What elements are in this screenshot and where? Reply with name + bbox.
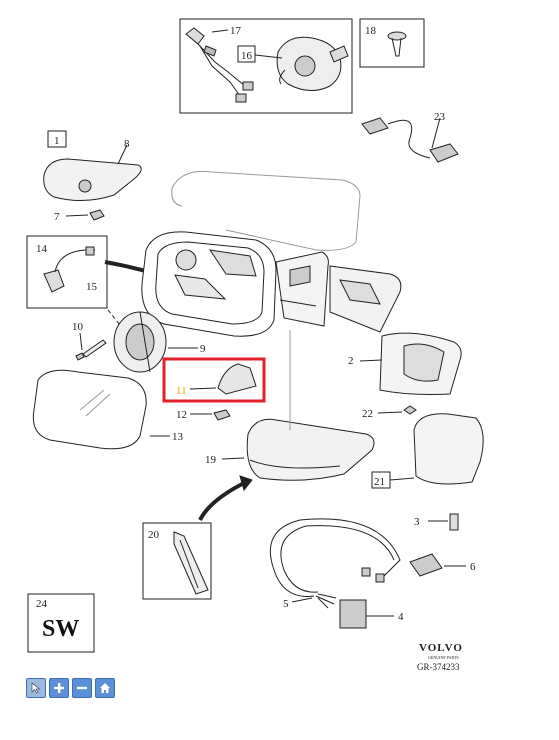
label-4: 4 — [398, 611, 404, 623]
label-8: 8 — [124, 138, 130, 150]
drawing-ref: GR-374233 — [417, 662, 460, 672]
label-13: 13 — [172, 431, 184, 443]
screw-10 — [75, 332, 107, 361]
home-button[interactable] — [95, 678, 115, 698]
zoom-out-button[interactable] — [72, 678, 92, 698]
label-16: 16 — [241, 50, 253, 62]
highlight-box-11 — [162, 357, 266, 403]
turn-signal-8 — [43, 144, 142, 201]
harness-15 — [43, 246, 95, 293]
zoom-in-icon — [54, 683, 64, 693]
label-14: 14 — [36, 243, 48, 255]
detail-box-20 — [142, 522, 212, 600]
label-17: 17 — [230, 25, 242, 37]
part-11 — [189, 363, 257, 395]
cable-5 — [269, 518, 401, 609]
pointer-icon — [31, 682, 41, 694]
label-18: 18 — [365, 25, 377, 37]
zoom-out-icon — [77, 686, 87, 690]
label-11: 11 — [176, 385, 187, 397]
label-5: 5 — [283, 598, 289, 610]
sw-label: SW — [42, 616, 79, 642]
mirror-glass-13 — [32, 369, 170, 450]
mirror-base — [275, 251, 329, 327]
home-icon — [100, 683, 110, 693]
detail-box-14-15 — [26, 235, 108, 309]
label-1: 1 — [54, 135, 60, 147]
label-19: 19 — [205, 454, 217, 466]
viewer-toolbar — [26, 678, 115, 698]
screw-18 — [387, 31, 407, 57]
zoom-in-button[interactable] — [49, 678, 69, 698]
sw-box-24 — [27, 593, 95, 653]
connector-4 — [339, 599, 394, 629]
bracket-2 — [329, 265, 462, 395]
part-22 — [377, 405, 417, 415]
label-15: 15 — [86, 281, 98, 293]
label-12: 12 — [176, 409, 187, 421]
motor-16 — [237, 36, 349, 91]
brand-sub: GENUINE PARTS — [428, 655, 459, 660]
part-3 — [428, 513, 459, 531]
detail-box-18 — [359, 18, 425, 68]
label-3: 3 — [414, 516, 420, 528]
seal-20 — [173, 531, 209, 595]
wiring-connector-17 — [185, 27, 254, 103]
callout-labels: 17 16 18 23 1 8 7 14 15 10 9 2 11 12 13 … — [36, 25, 476, 623]
label-22: 22 — [362, 408, 373, 420]
label-9: 9 — [200, 343, 206, 355]
cover-21 — [371, 413, 484, 489]
mirror-housing-back — [171, 170, 361, 251]
label-23: 23 — [434, 111, 446, 123]
cable-23 — [361, 117, 459, 163]
arrow-20 — [198, 480, 247, 521]
callout-box-1 — [47, 130, 67, 148]
connector-6 — [409, 553, 466, 577]
label-24: 24 — [36, 598, 48, 610]
bulb-12 — [190, 409, 231, 421]
label-7: 7 — [54, 211, 60, 223]
mirror-frame — [141, 231, 277, 337]
label-10: 10 — [72, 321, 84, 333]
bulb-7 — [65, 209, 105, 221]
label-21: 21 — [374, 476, 385, 488]
adjuster-9 — [113, 311, 198, 373]
label-20: 20 — [148, 529, 160, 541]
detail-box-16-17 — [179, 18, 353, 114]
pointer-button[interactable] — [26, 678, 46, 698]
cover-19 — [221, 330, 375, 481]
label-2: 2 — [348, 355, 354, 367]
label-6: 6 — [470, 561, 476, 573]
brand-logo: VOLVO — [419, 642, 463, 654]
